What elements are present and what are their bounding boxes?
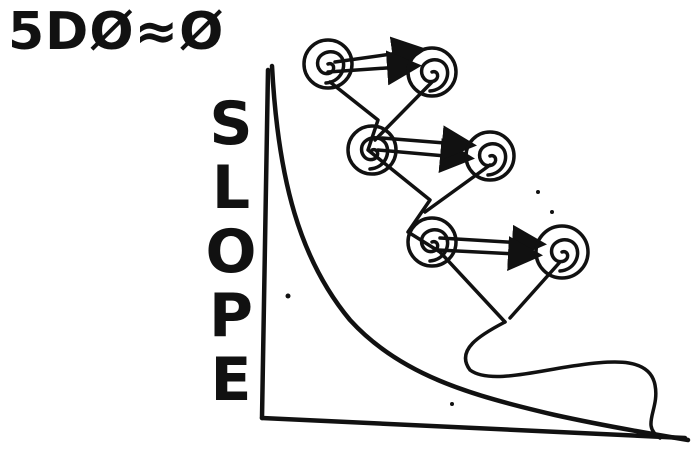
arrow-icon (378, 150, 468, 158)
spiral-icon (304, 40, 352, 88)
spiral-icon (536, 226, 588, 278)
ink-dot (450, 402, 454, 406)
ink-dot (536, 190, 540, 194)
ink-dot (550, 210, 554, 214)
zigzag-connector (375, 82, 432, 140)
ink-dot (286, 294, 291, 299)
spiral-icon (408, 48, 456, 96)
zigzag-connector (510, 262, 560, 318)
zigzag-connector (425, 165, 490, 212)
spiral-icon (408, 218, 456, 266)
zigzag-connector (330, 82, 505, 322)
spiral-icon (466, 132, 514, 180)
vertical-axis (262, 70, 268, 418)
wavy-tail-line (465, 322, 660, 438)
